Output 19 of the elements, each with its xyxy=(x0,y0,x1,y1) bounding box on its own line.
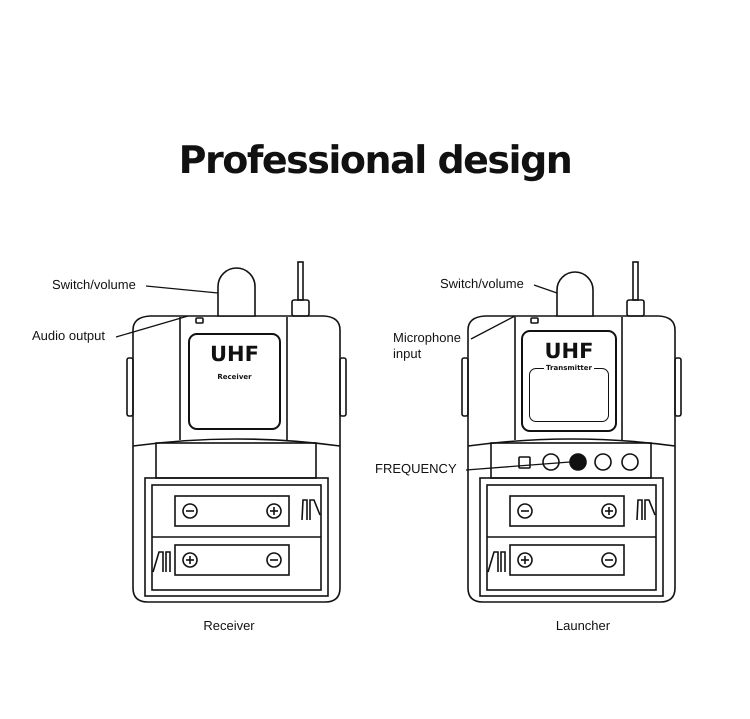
callout-label: Audio output xyxy=(32,328,114,344)
knob xyxy=(556,271,594,317)
screen-heading: UHF xyxy=(210,343,259,365)
display-screen xyxy=(521,330,617,432)
frequency-button xyxy=(569,453,587,471)
callout-label: Switch/volume xyxy=(52,277,144,293)
callout-label: FREQUENCY xyxy=(375,461,464,477)
callout-label: Microphone input xyxy=(393,330,469,362)
leader-line xyxy=(534,284,558,294)
knob xyxy=(217,267,256,317)
callout-label: Switch/volume xyxy=(440,276,532,292)
title: Professional design xyxy=(178,138,572,182)
device-caption: Launcher xyxy=(554,618,612,634)
screen-heading: UHF xyxy=(544,340,594,362)
device-caption: Receiver xyxy=(202,618,256,634)
leader-line xyxy=(146,285,218,294)
leader-line xyxy=(116,315,188,338)
display-screen xyxy=(188,333,281,430)
leader-line xyxy=(470,315,516,340)
